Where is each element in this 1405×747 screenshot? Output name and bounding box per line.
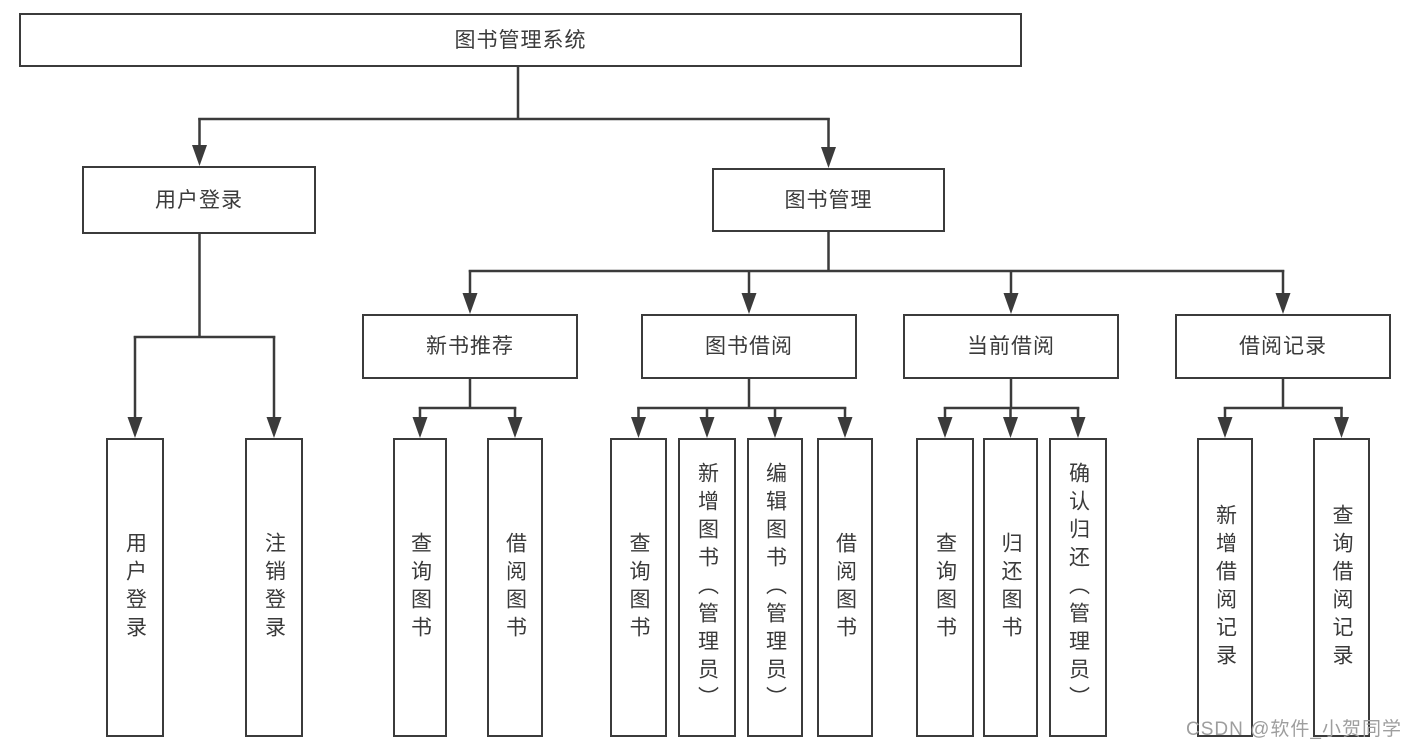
leaf-logout-label: 注销登录	[262, 531, 286, 644]
arrowhead	[266, 417, 282, 438]
node-book-management-label: 图书管理	[784, 188, 873, 212]
arrowhead	[1070, 417, 1086, 438]
leaf-return-books: 归还图书	[983, 438, 1038, 737]
arrowhead	[1334, 417, 1349, 438]
node-root-label: 图书管理系统	[454, 28, 587, 52]
arrowhead	[507, 417, 523, 438]
leaf-edit-books-admin-label: 编辑图书（管理员）	[763, 461, 787, 714]
leaf-query-books-2-label: 查询图书	[627, 531, 650, 644]
leaf-add-books-admin-label: 新增图书（管理员）	[695, 461, 719, 714]
leaf-query-books-2: 查询图书	[610, 438, 667, 737]
arrowhead	[821, 147, 836, 168]
node-current-borrow-label: 当前借阅	[967, 335, 1055, 358]
node-book-management: 图书管理	[712, 168, 945, 232]
leaf-logout: 注销登录	[245, 438, 303, 737]
arrowhead	[412, 417, 428, 438]
leaf-user-login: 用户登录	[106, 438, 164, 737]
leaf-query-books-3: 查询图书	[916, 438, 974, 737]
leaf-confirm-return-admin-label: 确认归还（管理员）	[1066, 461, 1090, 714]
leaf-add-borrow-record-label: 新增借阅记录	[1213, 503, 1237, 672]
leaf-query-borrow-record-label: 查询借阅记录	[1330, 503, 1353, 672]
arrowhead	[192, 145, 207, 166]
arrowhead	[1003, 417, 1018, 438]
node-root: 图书管理系统	[19, 13, 1022, 67]
leaf-user-login-label: 用户登录	[123, 531, 147, 644]
arrowhead	[1275, 293, 1291, 314]
arrowhead	[767, 417, 783, 438]
leaf-borrow-books-2-label: 借阅图书	[833, 531, 857, 644]
leaf-query-books-1: 查询图书	[393, 438, 447, 737]
leaf-add-borrow-record: 新增借阅记录	[1197, 438, 1253, 737]
node-borrow-records-label: 借阅记录	[1239, 335, 1327, 358]
arrowhead	[837, 417, 853, 438]
arrowhead	[937, 417, 953, 438]
leaf-borrow-books-2: 借阅图书	[817, 438, 873, 737]
node-book-borrow-label: 图书借阅	[705, 335, 793, 358]
leaf-query-borrow-record: 查询借阅记录	[1313, 438, 1370, 737]
arrowhead	[631, 417, 646, 438]
arrowhead	[462, 293, 478, 314]
arrowhead	[1003, 293, 1019, 314]
leaf-confirm-return-admin: 确认归还（管理员）	[1049, 438, 1107, 737]
leaf-borrow-books-1-label: 借阅图书	[503, 531, 527, 644]
leaf-query-books-3-label: 查询图书	[933, 531, 957, 644]
node-borrow-records: 借阅记录	[1175, 314, 1391, 379]
arrowhead	[127, 417, 143, 438]
leaf-borrow-books-1: 借阅图书	[487, 438, 543, 737]
node-new-book-recommend: 新书推荐	[362, 314, 578, 379]
leaf-edit-books-admin: 编辑图书（管理员）	[747, 438, 803, 737]
leaf-add-books-admin: 新增图书（管理员）	[678, 438, 736, 737]
node-new-book-recommend-label: 新书推荐	[426, 335, 514, 358]
node-current-borrow: 当前借阅	[903, 314, 1119, 379]
node-user-login-label: 用户登录	[155, 188, 243, 212]
node-book-borrow: 图书借阅	[641, 314, 857, 379]
leaf-return-books-label: 归还图书	[999, 531, 1022, 644]
node-user-login: 用户登录	[82, 166, 316, 234]
arrowhead	[1217, 417, 1233, 438]
arrowhead	[741, 293, 757, 314]
csdn-watermark: CSDN @软件_小贺同学	[1186, 719, 1402, 740]
arrowhead	[699, 417, 715, 438]
leaf-query-books-1-label: 查询图书	[408, 531, 432, 644]
